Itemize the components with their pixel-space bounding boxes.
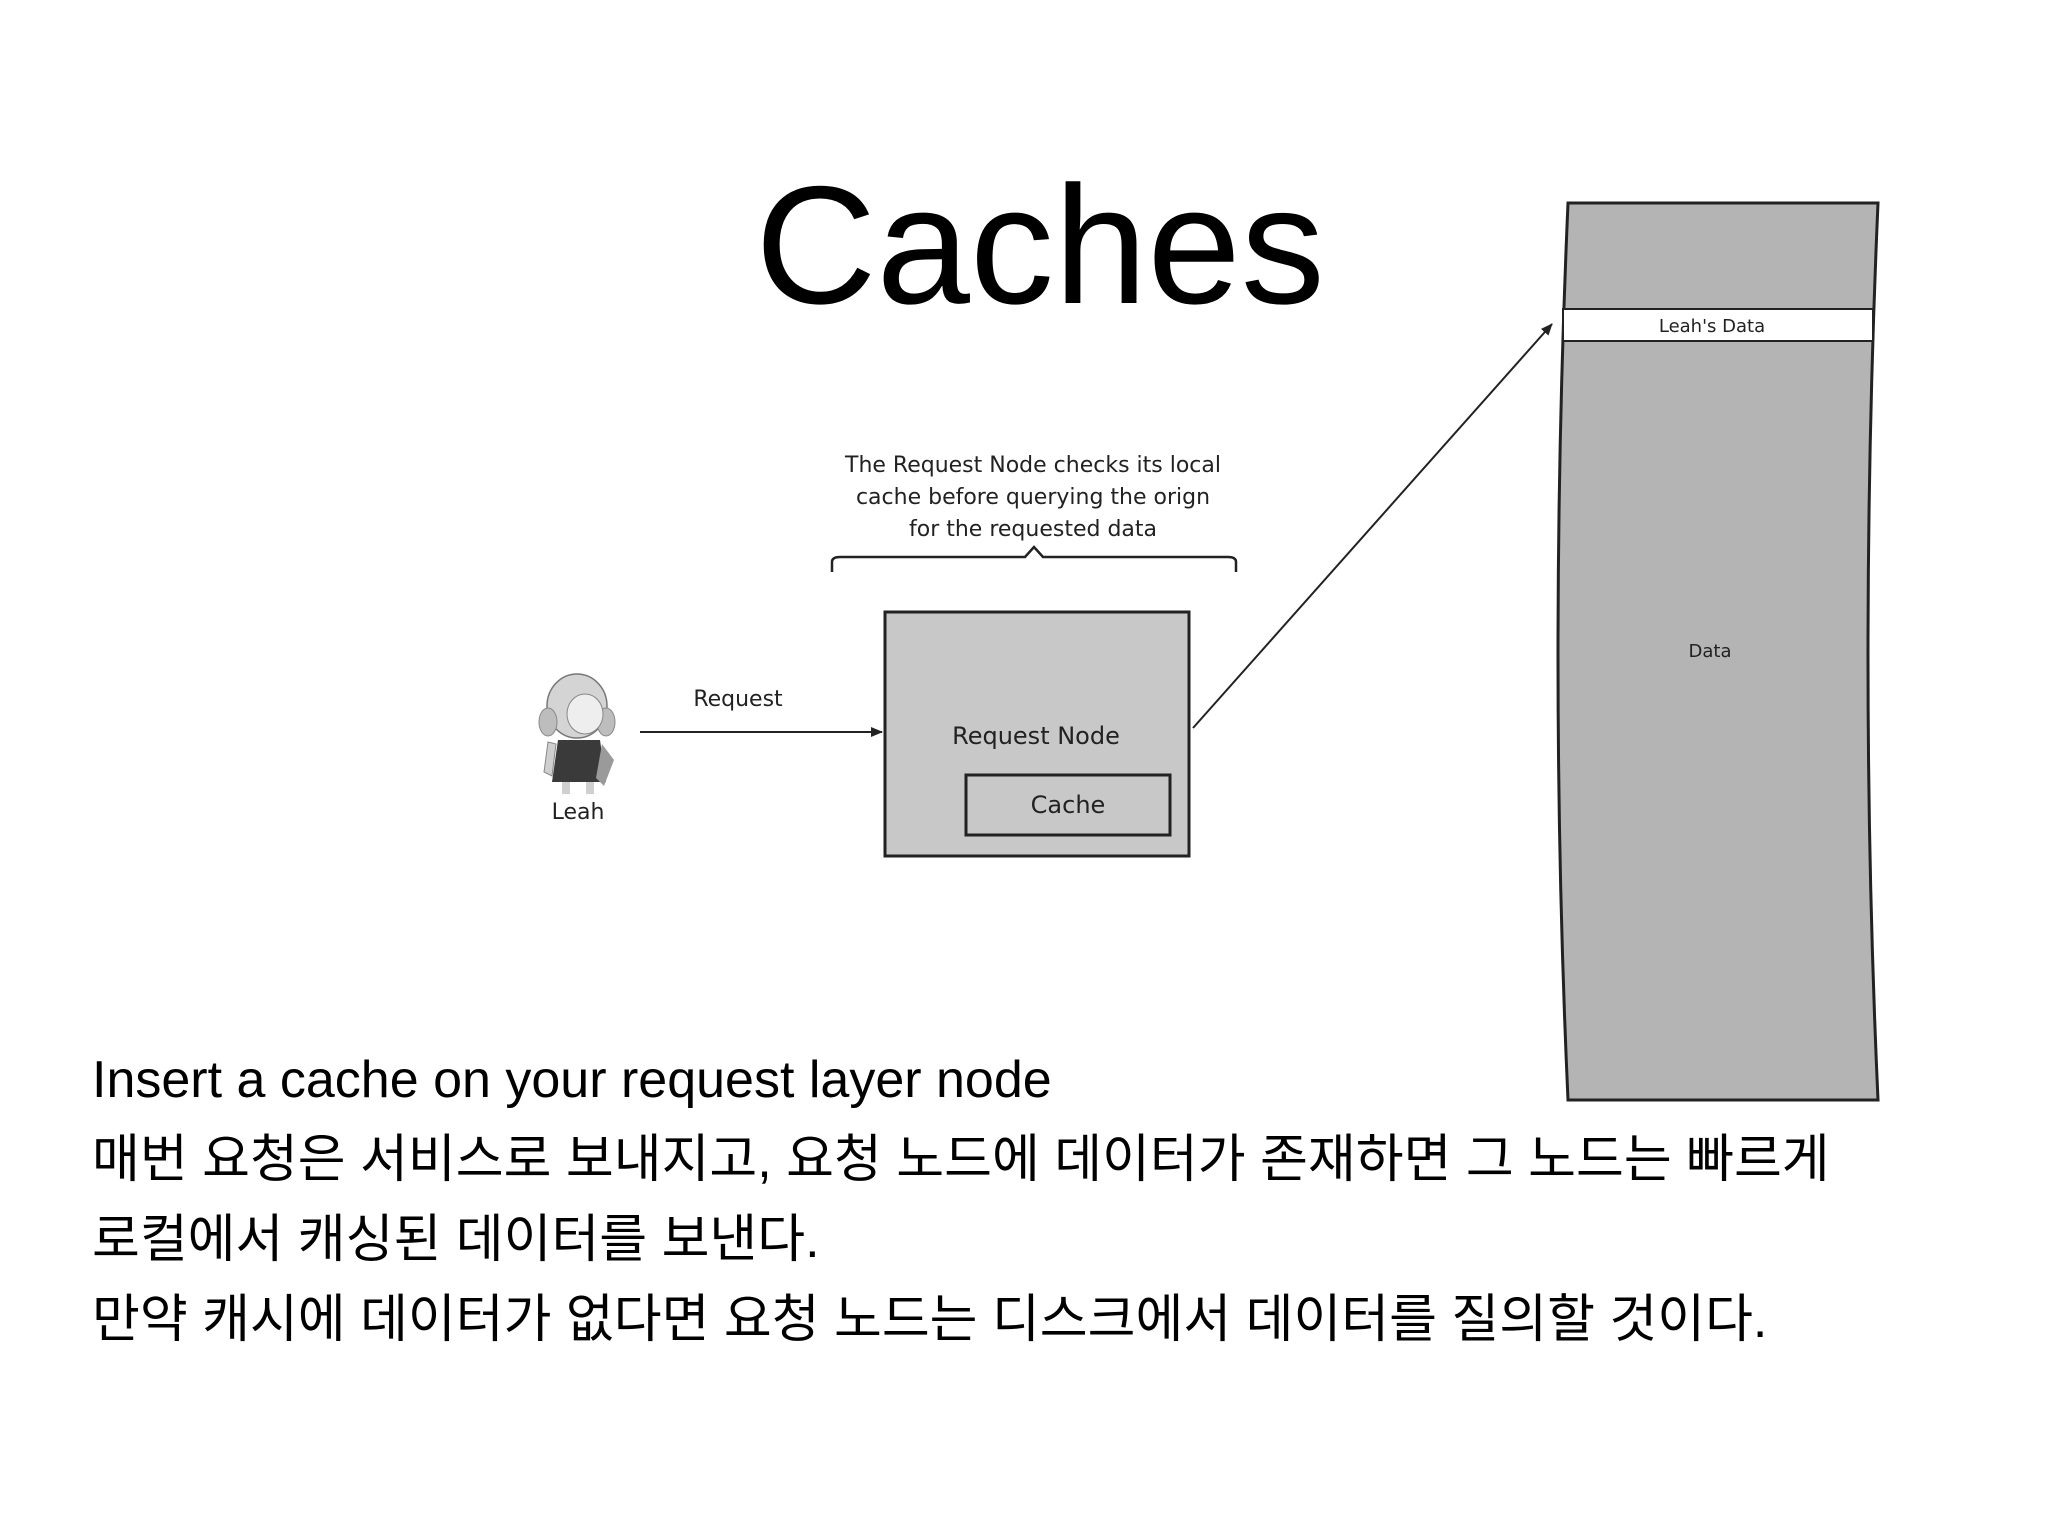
storage-shape — [1556, 201, 1880, 1102]
annotation-line-2: cache before querying the orign — [856, 485, 1210, 510]
user-label: Leah — [552, 800, 605, 825]
slide-title: Caches — [755, 151, 1325, 339]
annotation-line-1: The Request Node checks its local — [844, 453, 1221, 478]
cache-label: Cache — [1031, 791, 1106, 819]
cache-box — [964, 773, 1172, 837]
body-line-4: 만약 캐시에 데이터가 없다면 요청 노드는 디스크에서 데이터를 질의할 것이… — [92, 1291, 1768, 1349]
body-line-3: 로컬에서 캐싱된 데이터를 보낸다. — [92, 1211, 820, 1269]
storage-record-label: Leah's Data — [1659, 316, 1765, 337]
curly-brace-icon — [830, 545, 1238, 572]
storage-label: Data — [1689, 641, 1732, 662]
body-text: Insert a cache on your request layer nod… — [92, 1040, 2022, 1360]
request-node-label: Request Node — [952, 722, 1120, 750]
body-line-1: Insert a cache on your request layer nod… — [92, 1051, 1052, 1109]
request-label: Request — [693, 687, 783, 712]
user-figure-icon — [538, 673, 616, 794]
storage-record-row — [1562, 308, 1874, 342]
arrow-diagonal-icon — [1192, 323, 1553, 729]
body-line-2: 매번 요청은 서비스로 보내지고, 요청 노드에 데이터가 존재하면 그 노드는… — [92, 1131, 1830, 1189]
annotation-line-3: for the requested data — [909, 517, 1157, 542]
